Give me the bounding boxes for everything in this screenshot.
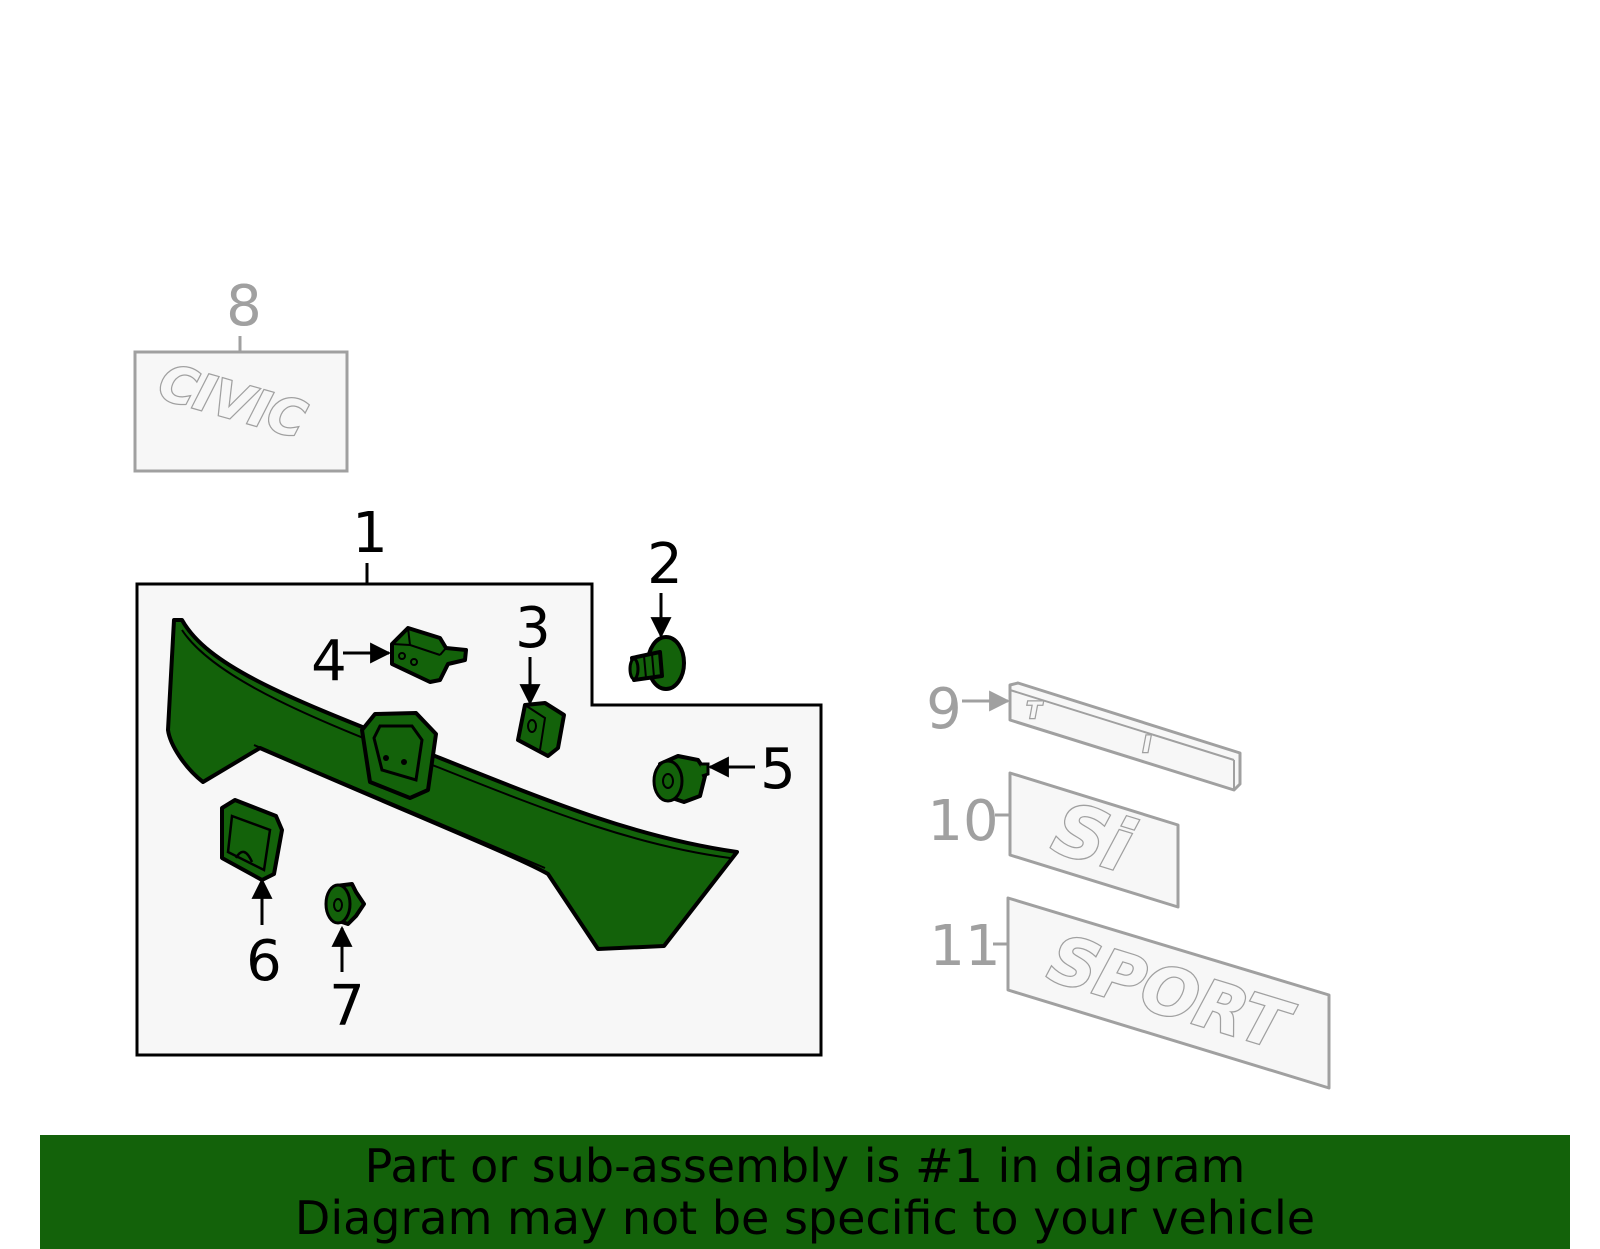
callout-8: 8 xyxy=(226,274,262,339)
callout-5: 5 xyxy=(760,737,796,802)
part-6-cover: 6 xyxy=(220,798,284,994)
callout-2: 2 xyxy=(647,532,683,597)
banner-line-2: Diagram may not be specific to your vehi… xyxy=(294,1191,1316,1245)
callout-6: 6 xyxy=(246,929,282,994)
sport-emblem-box xyxy=(1006,896,1331,1090)
callout-11: 11 xyxy=(929,914,1000,979)
callout-10: 10 xyxy=(927,789,998,854)
part-4-bracket: 4 xyxy=(311,626,468,694)
part-1-garnish-panel xyxy=(166,618,739,951)
part-3-clip: 3 xyxy=(515,596,566,758)
callout-7: 7 xyxy=(329,974,365,1039)
callout-1: 1 xyxy=(352,501,388,566)
civic-emblem-box xyxy=(133,350,349,473)
ti-emblem-plate xyxy=(1008,681,1242,792)
ti-emblem-letter-i: I xyxy=(1143,733,1151,758)
part-10-si-emblem: 10 Si xyxy=(927,771,1180,909)
part-9-ti-emblem: 9 T I xyxy=(926,677,1242,792)
part-5-grommet: 5 xyxy=(652,737,796,804)
si-emblem-box xyxy=(1008,771,1180,909)
garnish-body xyxy=(166,618,739,951)
sport-emblem-lettering: SPORT xyxy=(1040,920,1301,1067)
callout-9: 9 xyxy=(926,677,962,742)
part-11-sport-emblem: 11 SPORT xyxy=(929,896,1331,1090)
part-8-civic-emblem: 8 CIVIC xyxy=(133,274,349,473)
banner-line-1: Part or sub-assembly is #1 in diagram xyxy=(364,1139,1246,1193)
part-7-nut: 7 xyxy=(324,882,366,1039)
disclaimer-banner: Part or sub-assembly is #1 in diagram Di… xyxy=(40,1135,1570,1249)
part-2-bolt: 2 xyxy=(628,532,686,691)
callout-3: 3 xyxy=(515,596,551,661)
ti-emblem-letter-t: T xyxy=(1026,699,1043,724)
callout-4: 4 xyxy=(311,629,347,694)
